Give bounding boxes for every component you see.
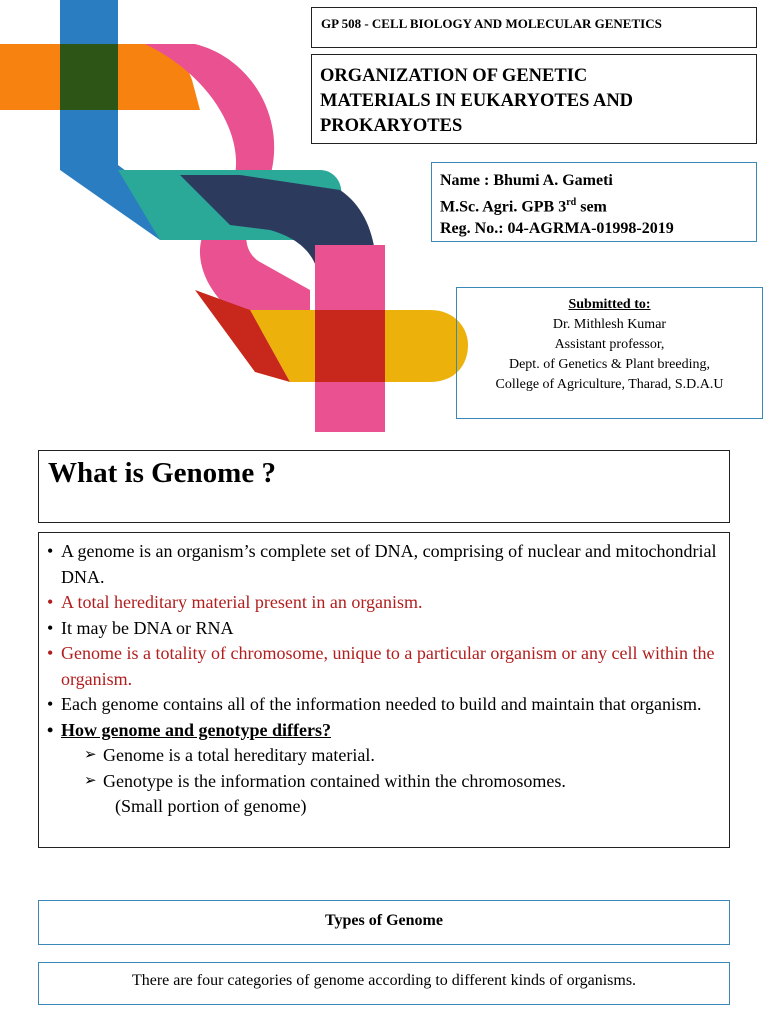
title-line-2: MATERIALS IN EUKARYOTES AND <box>320 91 634 111</box>
list-item: A genome is an organism’s complete set o… <box>47 539 721 590</box>
advisor-college: College of Agriculture, Tharad, S.D.A.U <box>495 377 724 392</box>
author-info-box: Name : Bhumi A. Gameti M.Sc. Agri. GPB 3… <box>431 162 757 242</box>
author-reg-number: Reg. No.: 04-AGRMA-01998-2019 <box>440 220 674 238</box>
red-overlap <box>195 290 290 382</box>
title-line-3: PROKARYOTES <box>320 116 463 136</box>
genome-categories-text: There are four categories of genome acco… <box>131 972 637 989</box>
list-item: It may be DNA or RNA <box>47 616 721 642</box>
author-name: Name : Bhumi A. Gameti <box>440 172 613 189</box>
genome-categories-box: There are four categories of genome acco… <box>38 962 730 1005</box>
list-item: How genome and genotype differs? <box>47 718 721 744</box>
genome-heading-box: What is Genome ? <box>38 450 730 523</box>
pink-stem-lower <box>315 382 385 432</box>
pink-stem <box>315 245 385 310</box>
presentation-title-box: ORGANIZATION OF GENETIC MATERIALS IN EUK… <box>311 54 757 144</box>
advisor-title: Assistant professor, <box>554 337 665 352</box>
types-heading-box: Types of Genome <box>38 900 730 945</box>
title-line-1: ORGANIZATION OF GENETIC <box>320 66 588 86</box>
types-heading: Types of Genome <box>325 912 443 929</box>
advisor-dept: Dept. of Genetics & Plant breeding, <box>508 357 710 372</box>
author-degree: M.Sc. Agri. GPB 3rd sem <box>440 197 607 216</box>
submitted-to-heading: Submitted to: <box>568 297 651 312</box>
red-overlap-square <box>315 310 385 382</box>
list-item: Genome is a totality of chromosome, uniq… <box>47 641 721 692</box>
advisor-name: Dr. Mithlesh Kumar <box>552 317 667 332</box>
sub-list-item: Genome is a total hereditary material. <box>47 743 721 769</box>
submitted-to-box: Submitted to: Dr. Mithlesh Kumar Assista… <box>456 287 763 419</box>
list-item: Each genome contains all of the informat… <box>47 692 721 718</box>
green-overlap <box>60 44 118 110</box>
course-code-text: GP 508 - CELL BIOLOGY AND MOLECULAR GENE… <box>321 16 662 31</box>
genome-heading: What is Genome ? <box>48 457 276 489</box>
course-code-box: GP 508 - CELL BIOLOGY AND MOLECULAR GENE… <box>311 7 757 48</box>
genome-definition-box: A genome is an organism’s complete set o… <box>38 532 730 848</box>
genome-bullet-list: A genome is an organism’s complete set o… <box>47 539 721 820</box>
list-item: A total hereditary material present in a… <box>47 590 721 616</box>
sub-list-note: (Small portion of genome) <box>115 796 307 816</box>
dna-helix-graphic <box>0 0 468 432</box>
sub-list-item: Genotype is the information contained wi… <box>47 769 721 795</box>
